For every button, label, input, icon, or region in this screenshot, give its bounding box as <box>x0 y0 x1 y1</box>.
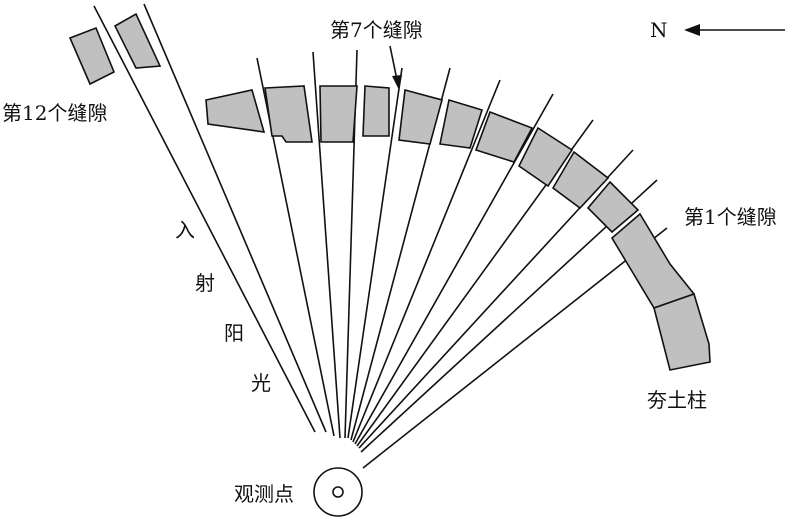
pillar-block <box>586 180 640 234</box>
observer-label: 观测点 <box>234 482 294 506</box>
incident-light-char: 阳 <box>224 321 244 345</box>
rammed-earth-pillars <box>68 12 711 371</box>
gap-7-pointer-line <box>389 45 398 81</box>
observer-inner-circle <box>332 486 344 498</box>
north-label: N <box>650 18 668 42</box>
ray-8 <box>347 67 403 439</box>
ray-1 <box>362 227 668 469</box>
pillar-block <box>551 150 610 210</box>
pillar-block <box>439 98 484 149</box>
pillar-label: 夯土柱 <box>647 388 707 412</box>
observer-point <box>313 467 363 517</box>
pillar-block <box>362 85 390 137</box>
pillar-block <box>205 89 266 133</box>
gap-7-pointer <box>389 45 402 90</box>
gap-7-pointer-head <box>392 75 402 90</box>
pillar-block <box>319 85 358 143</box>
pillar-block <box>474 110 534 163</box>
gap-7-label: 第7个缝隙 <box>330 18 423 42</box>
ray-6 <box>352 79 501 443</box>
pillar-block <box>264 85 313 143</box>
ray-12-right <box>143 3 327 433</box>
incident-light-char: 射 <box>195 271 215 295</box>
pillar-block <box>113 12 162 69</box>
gap-12-label: 第12个缝隙 <box>2 101 107 125</box>
ray-12-left <box>93 5 316 433</box>
ray-10 <box>312 51 341 439</box>
pillar-block <box>68 26 116 86</box>
north-arrow-head <box>684 24 700 36</box>
pillar-block <box>398 88 443 145</box>
north-arrow: N <box>650 18 785 42</box>
incident-light-char: 光 <box>251 371 271 395</box>
incident-light-char: 入 <box>175 218 195 242</box>
pillar-block <box>653 292 711 371</box>
gap-1-label: 第1个缝隙 <box>684 205 777 229</box>
pillar-block <box>517 126 574 188</box>
